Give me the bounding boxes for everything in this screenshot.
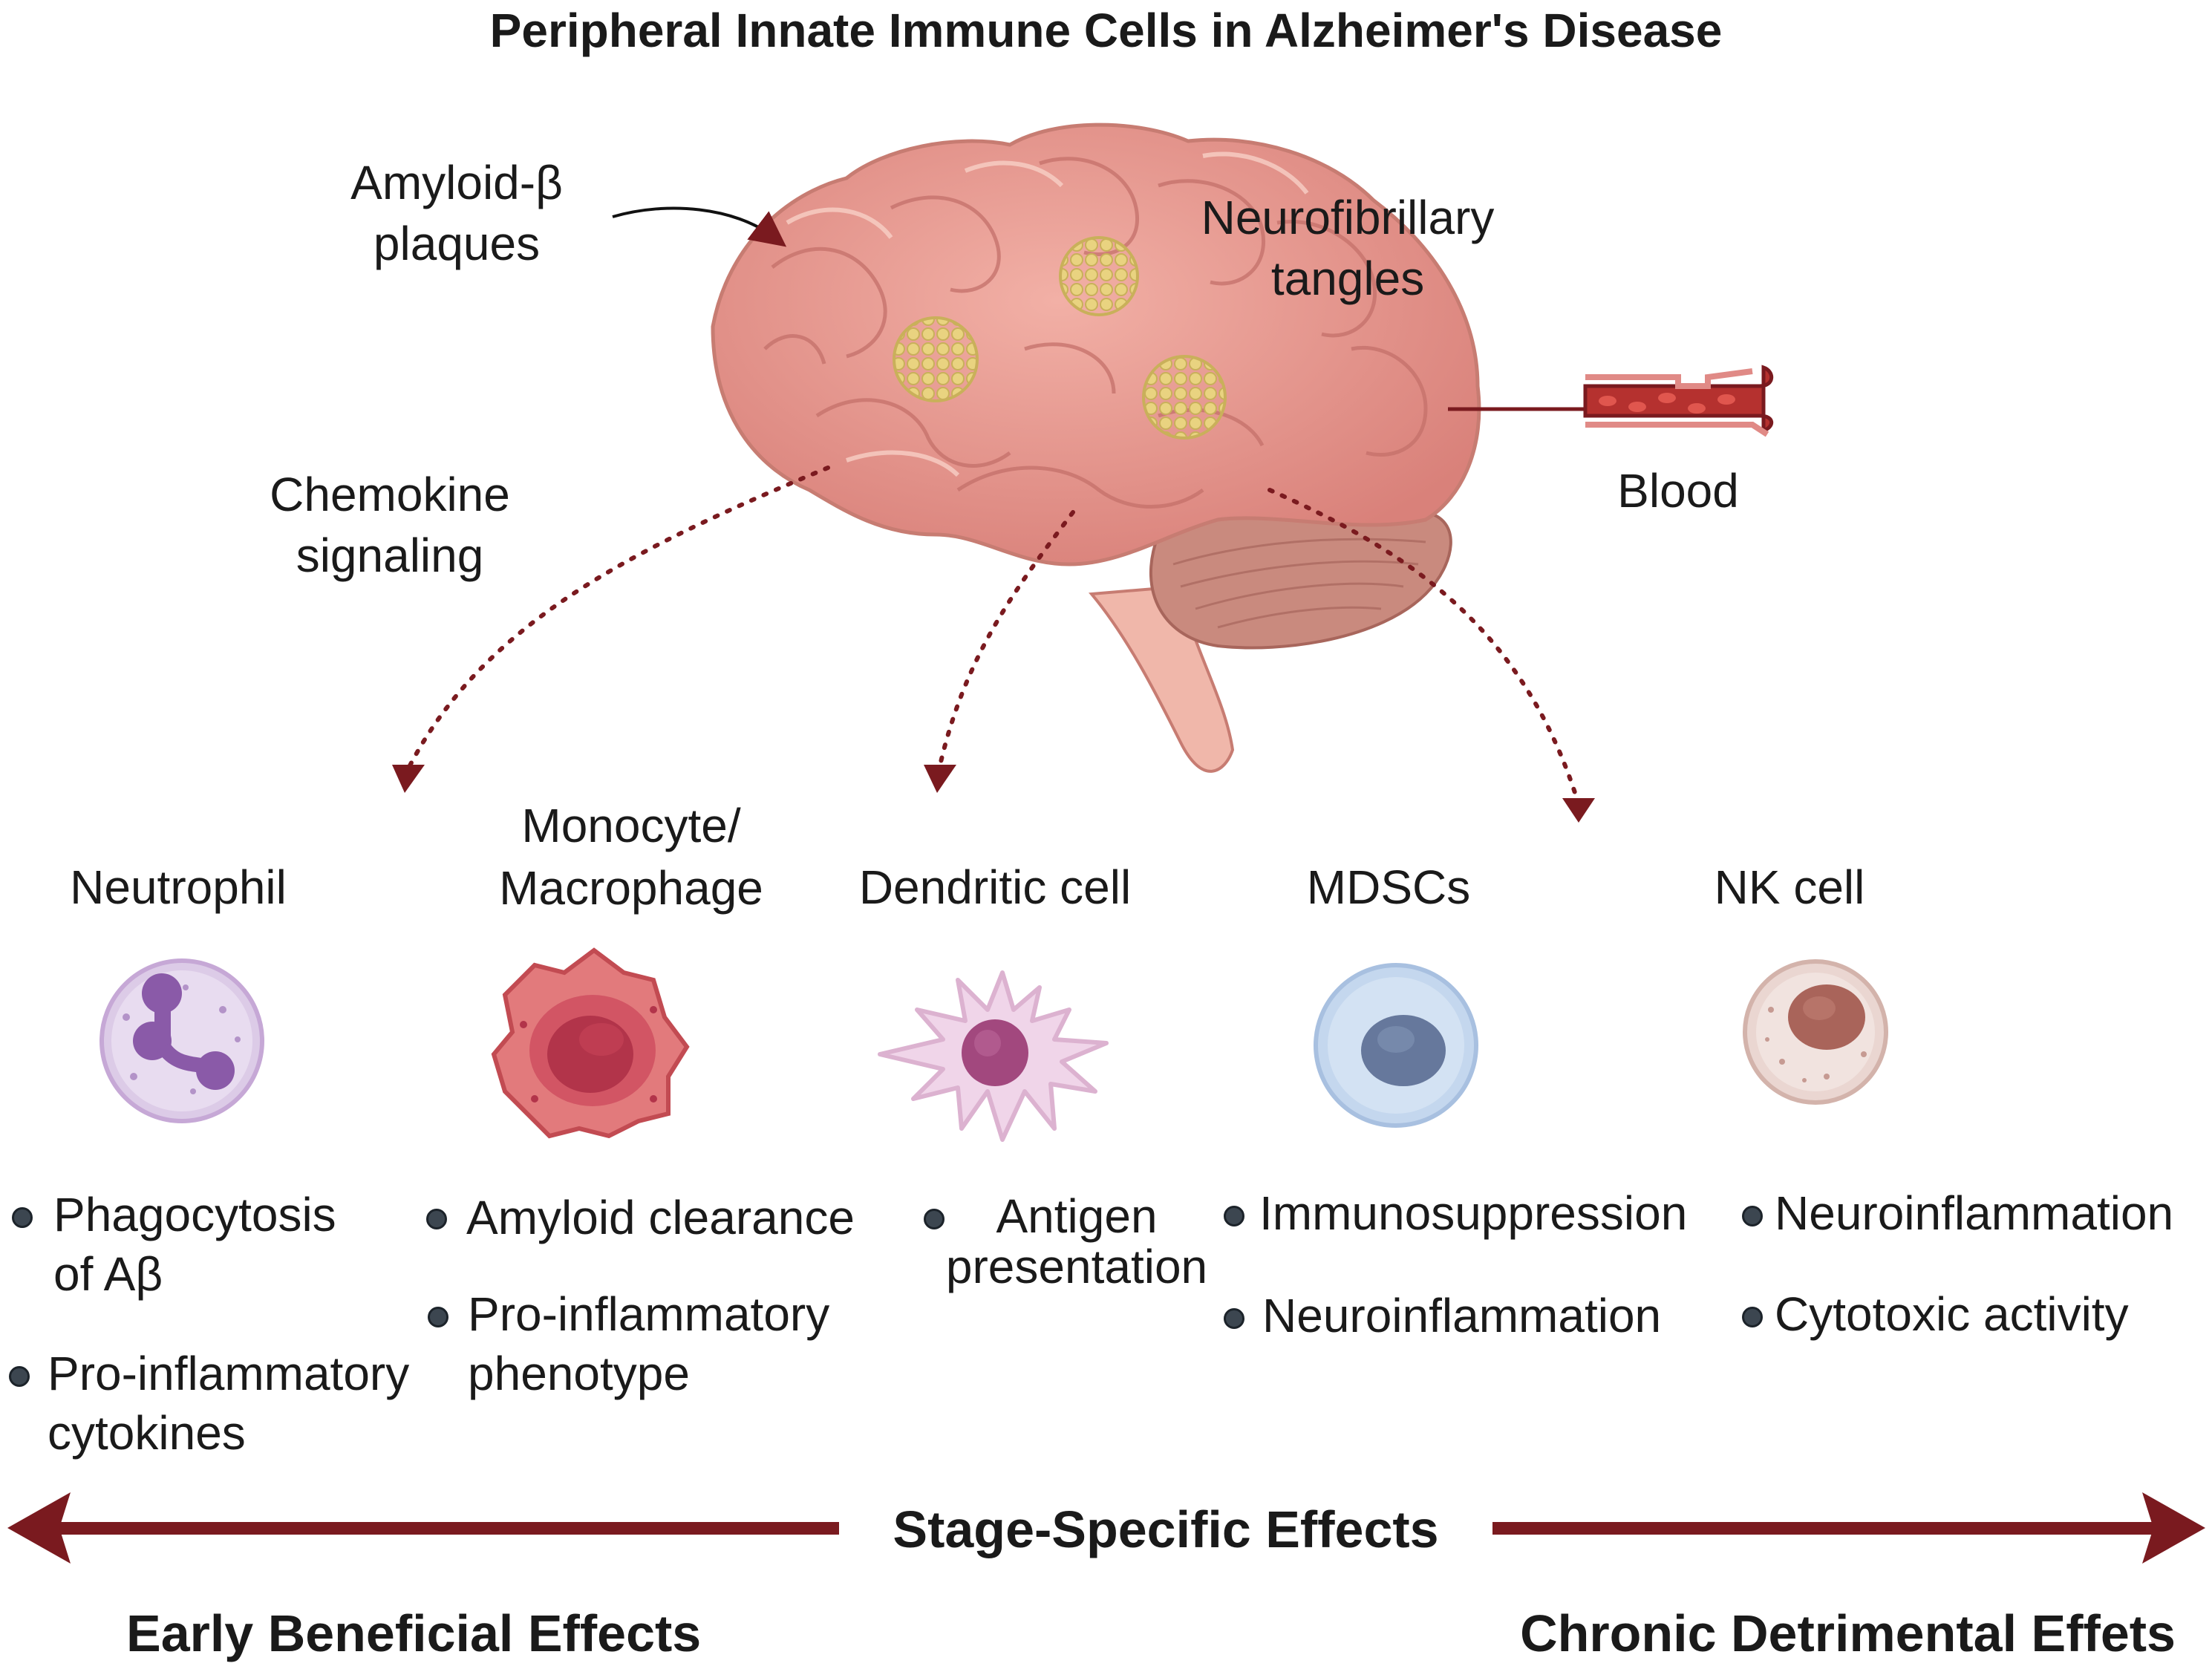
effect-mdsc-2: Neuroinflammation (1262, 1289, 1662, 1342)
chemokine-arrows (406, 466, 1580, 804)
bullet-dot (1742, 1206, 1763, 1227)
bullet-dot (9, 1366, 30, 1387)
diagram-title: Peripheral Innate Immune Cells in Alzhei… (489, 4, 1723, 57)
effect-line: cytokines (48, 1406, 246, 1460)
bullet-dot (924, 1209, 944, 1229)
amyloid-label-line2: plaques (373, 217, 541, 270)
brain-stem (1089, 584, 1235, 773)
effect-nk-2: Cytotoxic activity (1775, 1287, 2129, 1341)
cell-name-dendritic: Dendritic cell (858, 860, 1132, 914)
bullet-dot (12, 1207, 33, 1228)
cell-name-macrophage-line2: Macrophage (499, 861, 763, 915)
amyloid-label-line1: Amyloid-β (350, 156, 563, 209)
dendritic-cell-icon (878, 970, 1109, 1142)
tangles-label-line1: Neurofibrillary (1201, 191, 1495, 244)
effect-nk-1: Neuroinflammation (1775, 1186, 2174, 1240)
effect-dendritic-1: Antigen presentation (936, 1186, 1218, 1296)
chemokine-label-line2: signaling (296, 529, 484, 582)
effect-line: phenotype (468, 1347, 690, 1400)
effect-line: Pro-inflammatory (468, 1287, 830, 1341)
cell-name-nk: NK cell (1714, 860, 1865, 914)
effect-neutrophil-1: Phagocytosis of Aβ (53, 1185, 336, 1304)
chemokine-label: Chemokine signaling (223, 464, 557, 586)
effect-macrophage-2: Pro-inflammatory phenotype (468, 1284, 829, 1403)
cerebellum (1149, 506, 1452, 650)
effect-line: of Aβ (53, 1247, 163, 1301)
bullet-dot (426, 1209, 447, 1229)
effect-mdsc-1: Immunosuppression (1259, 1186, 1688, 1240)
stage-specific-label: Stage-Specific Effects (893, 1500, 1439, 1558)
amyloid-label: Amyloid-β plaques (290, 152, 624, 274)
blood-vessel (1583, 365, 1774, 437)
effect-line: Pro-inflammatory (48, 1347, 410, 1400)
effect-neutrophil-2: Pro-inflammatory cytokines (48, 1344, 409, 1463)
bullet-dot (1742, 1307, 1763, 1327)
cell-name-neutrophil: Neutrophil (70, 860, 287, 914)
mdsc-icon (1314, 963, 1478, 1128)
bullet-dot (428, 1307, 448, 1327)
macrophage-icon (491, 947, 690, 1139)
blood-label: Blood (1617, 464, 1739, 517)
amyloid-plaques (893, 236, 1227, 440)
cell-name-macrophage: Monocyte/ Macrophage (446, 794, 817, 919)
effect-line: Phagocytosis (53, 1188, 336, 1241)
chronic-effects-label: Chronic Detrimental Effets (1520, 1604, 2176, 1662)
nk-cell-icon (1743, 959, 1888, 1105)
cell-name-mdsc: MDSCs (1306, 860, 1471, 914)
tangles-label: Neurofibrillary tangles (1143, 187, 1552, 309)
effect-line: presentation (945, 1240, 1208, 1293)
bullet-dot (1224, 1206, 1244, 1227)
amyloid-pointer-arrow (612, 206, 787, 247)
effect-line: Antigen (996, 1189, 1158, 1243)
neutrophil-icon (99, 958, 264, 1123)
early-effects-label: Early Beneficial Effects (126, 1604, 702, 1662)
effect-macrophage-1: Amyloid clearance (466, 1191, 855, 1244)
cell-name-macrophage-line1: Monocyte/ (521, 799, 741, 852)
tangles-label-line2: tangles (1270, 252, 1425, 305)
bullet-dot (1224, 1308, 1244, 1329)
chemokine-label-line1: Chemokine (270, 468, 510, 521)
stage-double-arrow (7, 1492, 2205, 1564)
